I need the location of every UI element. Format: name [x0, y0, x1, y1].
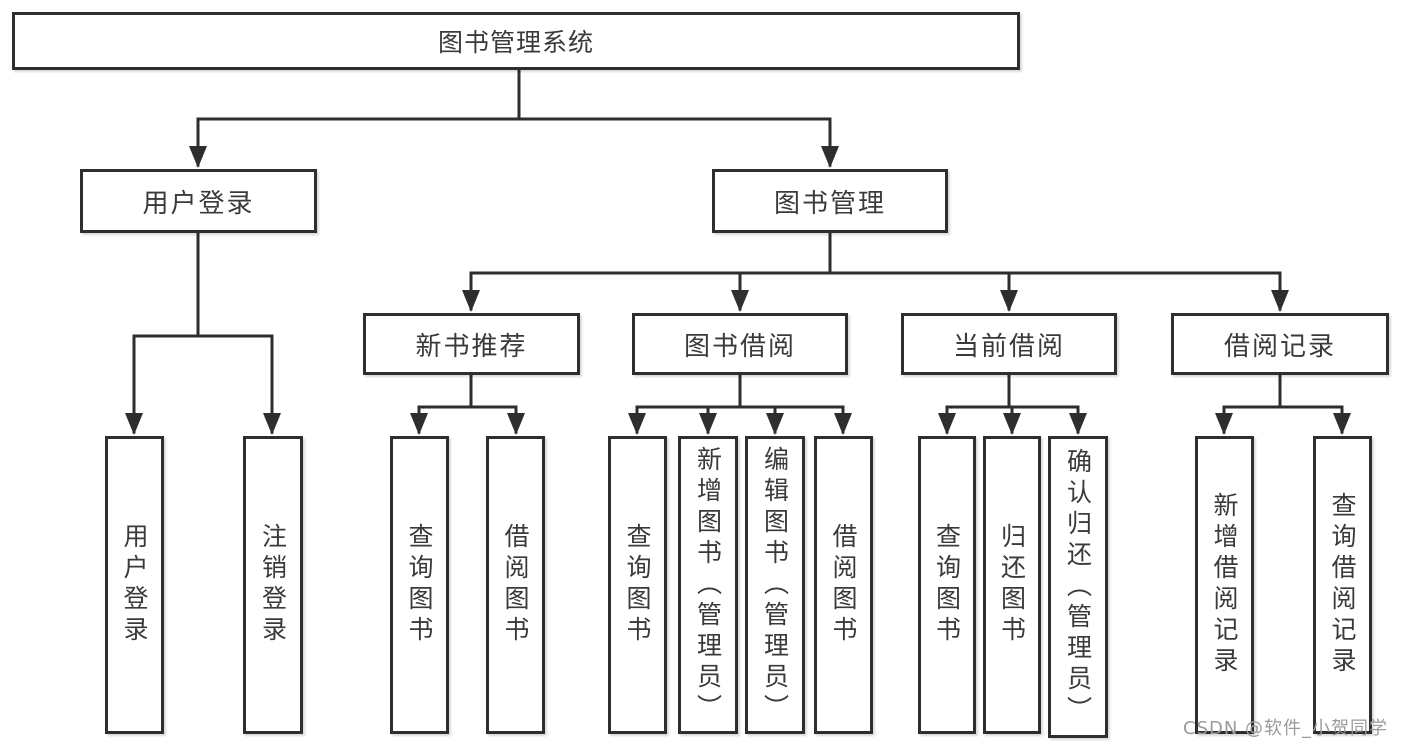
- connector-book-borrowing-to-leaves: [628, 373, 852, 435]
- node-user-login: 用户登录: [80, 169, 317, 233]
- leaf-add-borrow-record: 新增借阅记录: [1195, 436, 1254, 734]
- connector-user-login-to-leaves: [125, 231, 281, 435]
- leaf-borrow-books: 借阅图书: [814, 436, 873, 734]
- connector-current-borrowing-to-leaves: [938, 373, 1087, 435]
- leaf-query-borrow-record: 查询借阅记录: [1313, 436, 1372, 734]
- leaf-recommend-borrow-books: 借阅图书: [486, 436, 545, 734]
- leaf-confirm-return-admin: 确认归还（管理员）: [1048, 436, 1108, 738]
- leaf-recommend-query-books: 查询图书: [390, 436, 449, 734]
- node-book-management-system: 图书管理系统: [12, 12, 1020, 70]
- node-current-borrowing: 当前借阅: [901, 313, 1117, 375]
- leaf-edit-books-admin: 编辑图书（管理员）: [745, 436, 805, 734]
- leaf-logout: 注销登录: [243, 436, 303, 734]
- leaf-current-query-books: 查询图书: [918, 436, 976, 734]
- watermark: CSDN @软件_小贺同学: [1183, 718, 1389, 739]
- node-book-borrowing: 图书借阅: [632, 313, 848, 375]
- node-new-book-recommend: 新书推荐: [363, 313, 580, 375]
- leaf-return-books: 归还图书: [983, 436, 1041, 734]
- node-book-management: 图书管理: [712, 169, 948, 233]
- connector-book-management-to-level3: [462, 231, 1289, 312]
- connector-root-to-level2: [189, 68, 839, 168]
- leaf-add-books-admin: 新增图书（管理员）: [678, 436, 738, 734]
- connector-new-book-recommend-to-leaves: [410, 373, 525, 435]
- leaf-user-login: 用户登录: [105, 436, 164, 734]
- connector-borrowing-records-to-leaves: [1215, 373, 1351, 435]
- node-borrowing-records: 借阅记录: [1171, 313, 1389, 375]
- leaf-borrowing-query-books: 查询图书: [608, 436, 667, 734]
